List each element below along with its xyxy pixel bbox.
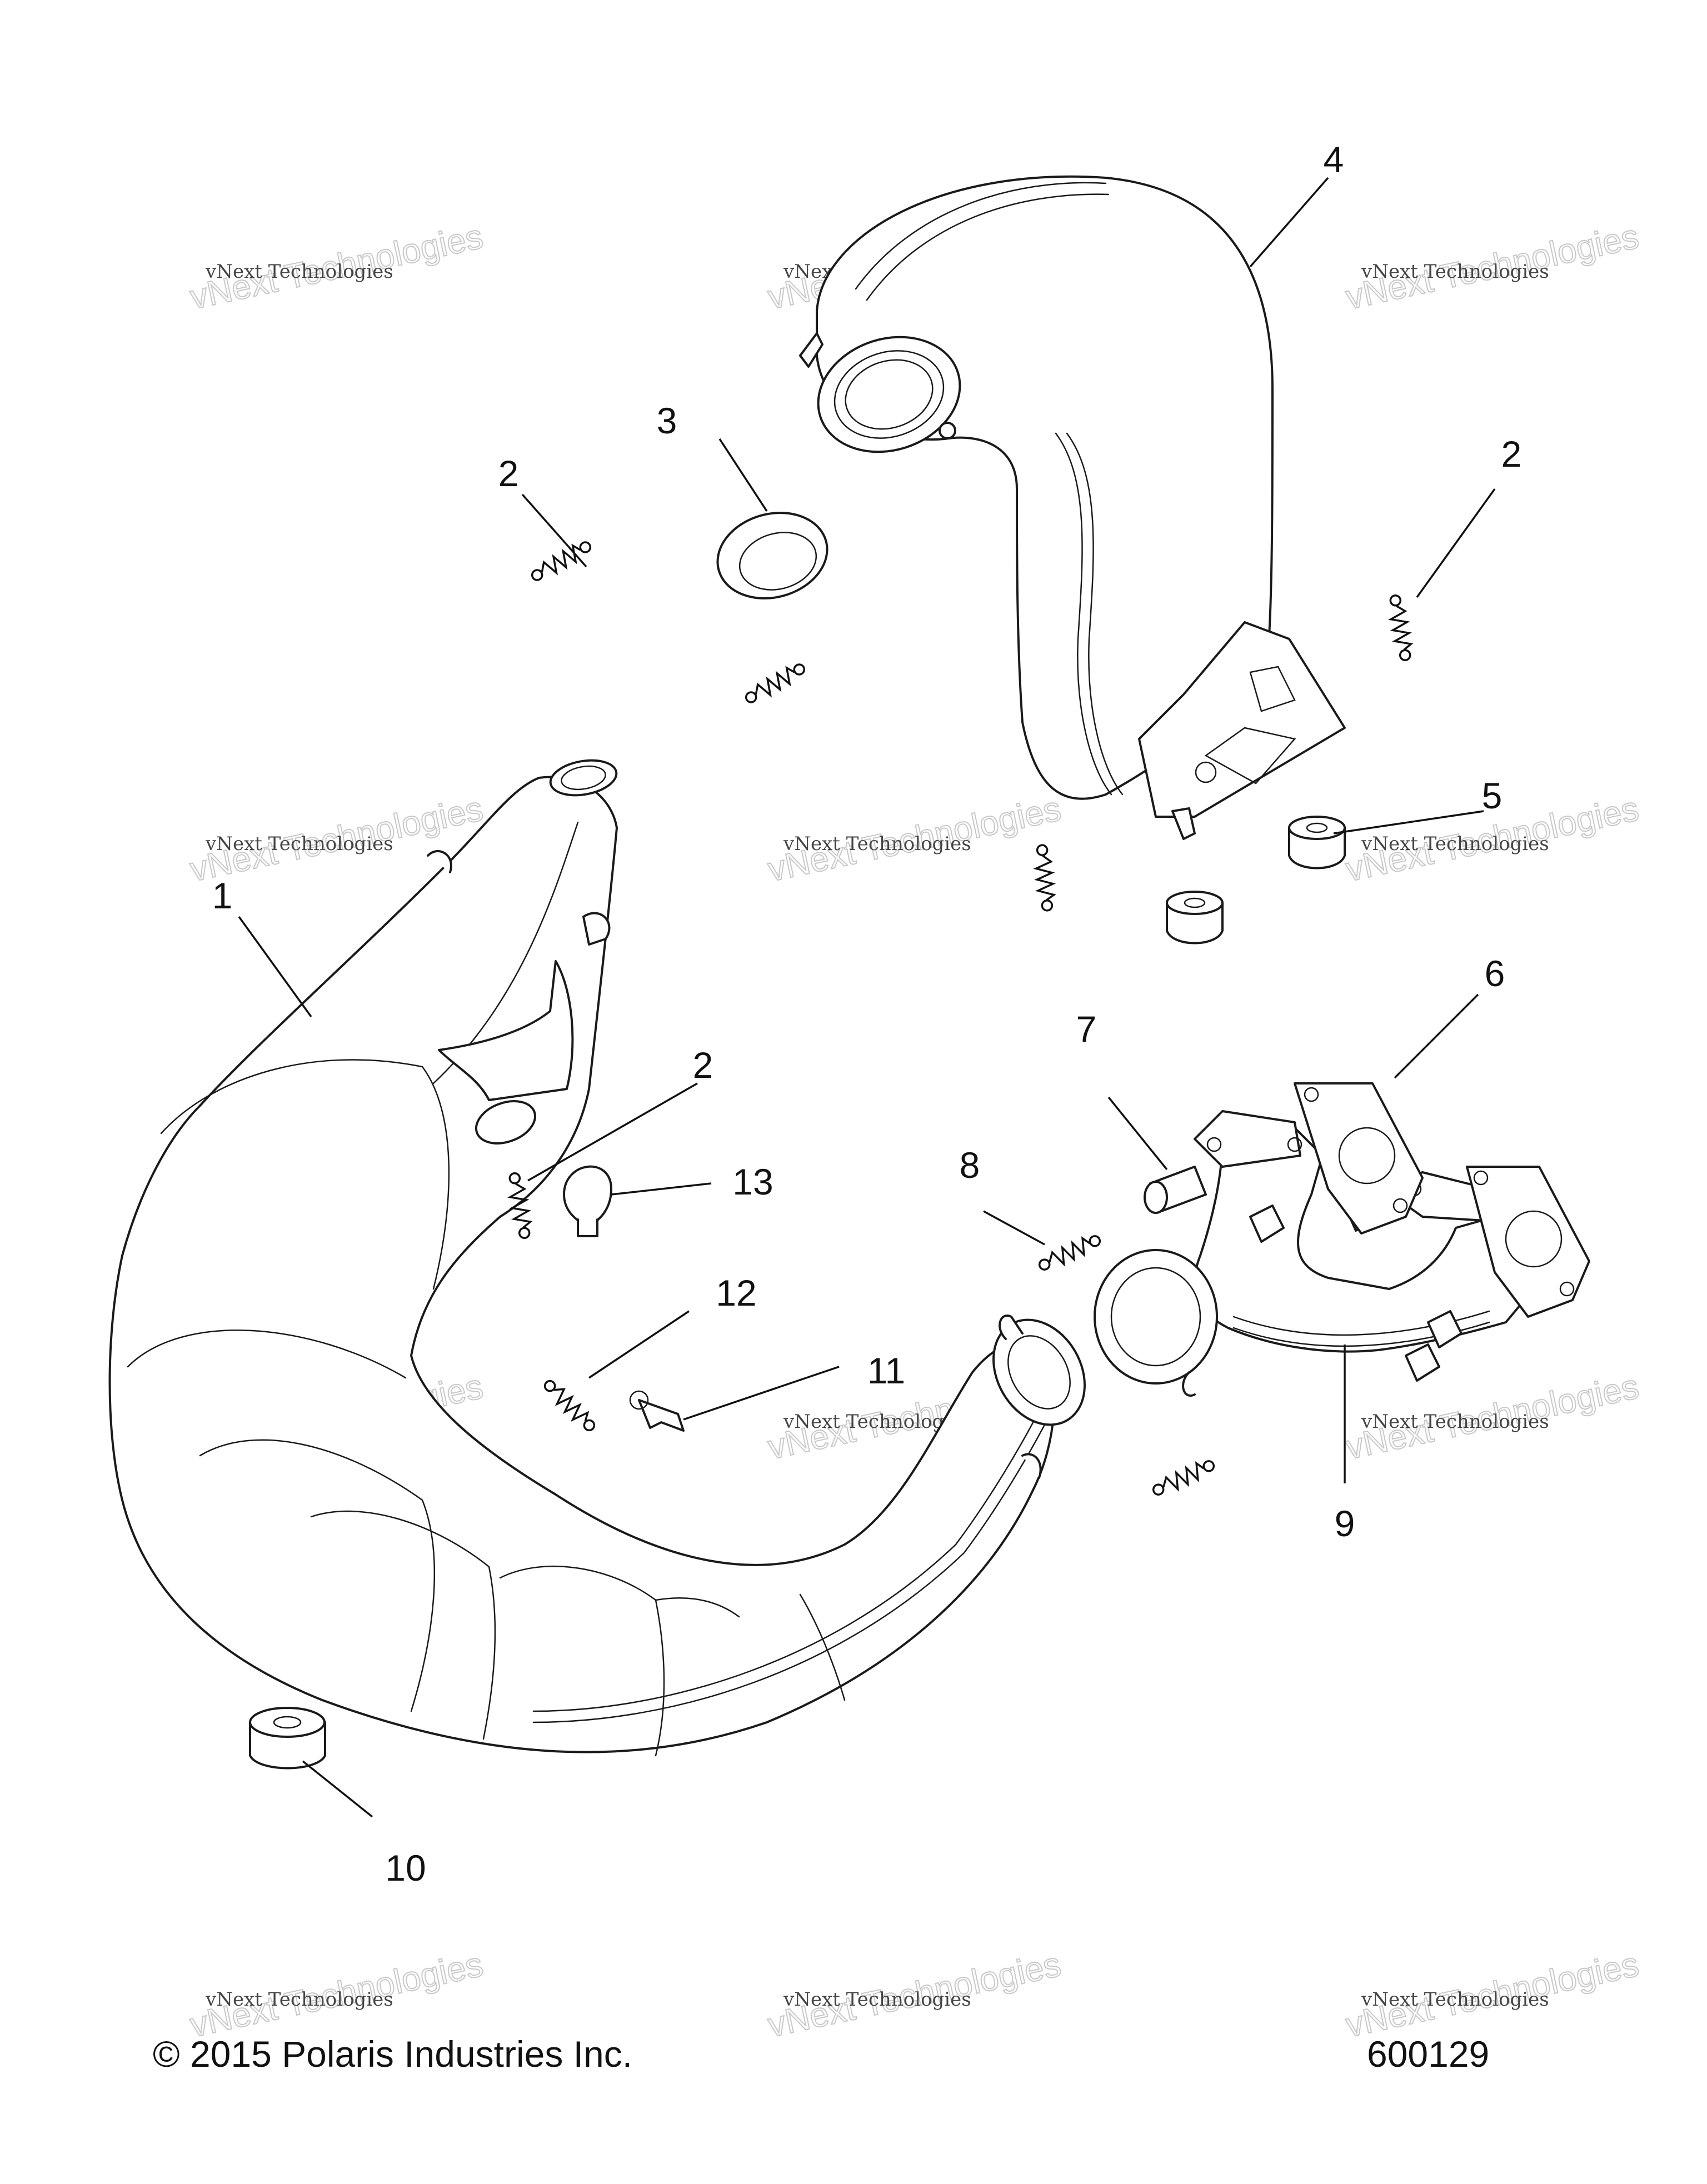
callout-6: 6 [1485, 953, 1505, 994]
part-1-expansion-chamber [108, 759, 1086, 1757]
callout-7: 7 [1076, 1008, 1097, 1049]
spring [507, 1172, 533, 1239]
callout-9: 9 [1335, 1503, 1355, 1544]
callout-10: 10 [385, 1847, 426, 1888]
part-9-y-pipe [1094, 1110, 1535, 1397]
spring [1152, 1460, 1215, 1496]
leader-lines [238, 177, 1496, 1818]
leader-line [983, 1210, 1045, 1246]
part-11-clip [629, 1390, 685, 1432]
watermark-small-text: vNext Technologies [1361, 833, 1549, 855]
callout-2: 2 [693, 1044, 713, 1086]
watermark-small-text: vNext Technologies [205, 833, 393, 855]
callout-2: 2 [1501, 433, 1522, 474]
leader-line [302, 1760, 373, 1818]
part-10-grommet [249, 1707, 326, 1770]
watermark-small-text: vNext Technologies [1361, 261, 1549, 283]
leader-line [718, 438, 768, 512]
watermark: vNext Technologies vNext Technologies [1342, 1367, 1643, 1467]
grommet [1288, 816, 1346, 869]
spring [531, 541, 592, 581]
watermark: vNext Technologies vNext Technologies [1342, 1945, 1643, 2045]
leader-line [521, 493, 587, 568]
watermark: vNext Technologies vNext Technologies [186, 217, 487, 317]
part-5-grommets [1166, 816, 1346, 944]
leader-line [1333, 810, 1484, 834]
watermark: vNext Technologies vNext Technologies [186, 1945, 487, 2045]
leader-line [611, 1182, 712, 1196]
callout-4: 4 [1324, 139, 1344, 180]
part-4-upper-pipe [799, 175, 1346, 840]
leader-line [238, 916, 312, 1018]
callout-3: 3 [657, 400, 677, 441]
watermark-small-text: vNext Technologies [783, 833, 971, 855]
leader-line [527, 1082, 698, 1182]
watermark-small-text: vNext Technologies [1361, 1411, 1549, 1433]
watermark-small-text: vNext Technologies [205, 261, 393, 283]
watermark-small-text: vNext Technologies [783, 1988, 971, 2011]
spring [745, 663, 806, 703]
spring [1038, 1235, 1101, 1271]
leader-line [588, 1310, 690, 1379]
spring [1033, 844, 1056, 912]
leader-line [1107, 1096, 1168, 1171]
springs [507, 541, 1414, 1496]
copyright-text: © 2015 Polaris Industries Inc. [153, 2033, 632, 2075]
part-7-bolt [1144, 1166, 1207, 1214]
callout-2: 2 [498, 453, 519, 494]
callout-12: 12 [716, 1272, 756, 1313]
callout-1: 1 [212, 875, 233, 916]
part-6-gaskets [1294, 1082, 1590, 1318]
leader-line [683, 1366, 840, 1421]
watermark-small-text: vNext Technologies [205, 1988, 393, 2011]
watermark: vNext Technologies vNext Technologies [764, 1945, 1065, 2045]
part-13-cap [563, 1165, 612, 1237]
spring [543, 1380, 596, 1432]
callout-11: 11 [867, 1350, 906, 1391]
part-3-seal-ring [716, 512, 828, 599]
watermark: vNext Technologies vNext Technologies [1342, 217, 1643, 317]
figure-number: 600129 [1367, 2033, 1489, 2075]
leader-line [1416, 488, 1496, 598]
callout-8: 8 [960, 1145, 980, 1186]
leader-line [1249, 177, 1329, 268]
watermark: vNext Technologies vNext Technologies [764, 789, 1065, 889]
spring [1387, 594, 1414, 661]
callouts: 1 2 2 2 3 4 5 6 7 8 9 10 11 12 13 [212, 139, 1522, 1888]
callout-5: 5 [1482, 775, 1503, 816]
callout-13: 13 [732, 1161, 773, 1202]
grommet [1166, 891, 1224, 944]
watermark-small-text: vNext Technologies [1361, 1988, 1549, 2011]
leader-line [1394, 993, 1479, 1079]
